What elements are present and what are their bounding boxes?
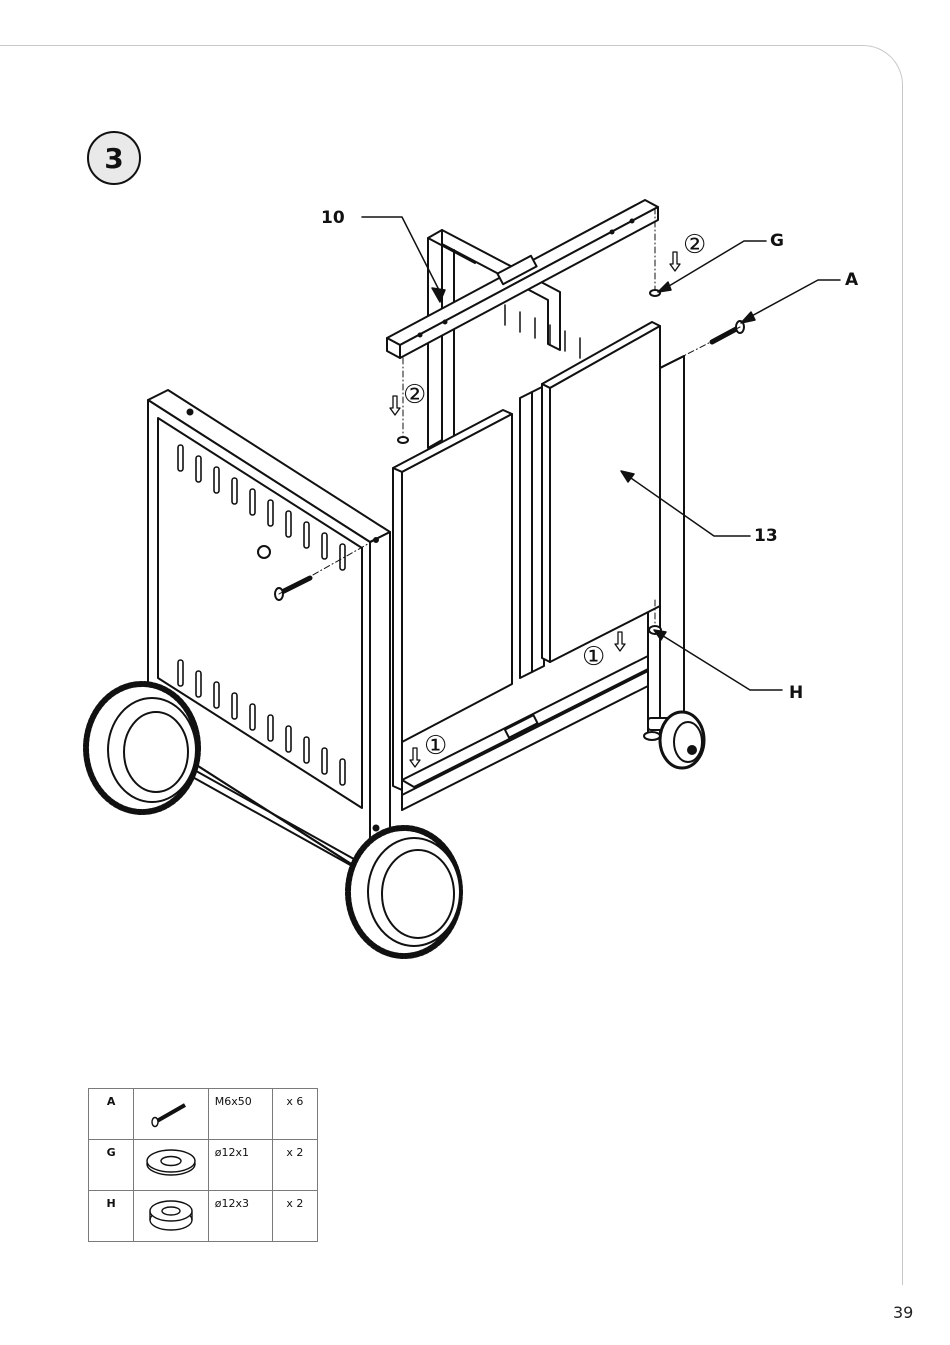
left-side-panel [147,389,391,877]
leader-lines [361,216,841,691]
seq-mark-1-right: ① [582,642,605,672]
bottom-frame [179,654,663,877]
seq-mark-2-left: ② [403,380,426,410]
page-number: 39 [893,1303,914,1322]
bolt-icon [151,1103,186,1128]
hardware-parts-table: A M6x50 x 6 G ø12x1 x 2 H [87,1088,319,1242]
part-letter: A [87,1088,135,1140]
table-row: H ø12x3 x 2 [87,1190,319,1242]
left-front-wheel [345,825,463,959]
part-quantity: x 6 [271,1088,319,1140]
left-panel-vents [177,444,346,786]
part-10-cross-beam [386,199,659,359]
part-quantity: x 2 [271,1139,319,1191]
callout-a: A [845,270,859,290]
assembly-diagram: ② ② ① ① [83,199,841,959]
callout-h: H [789,683,804,703]
part-size: ø12x3 [207,1190,273,1242]
seq-mark-2-top: ② [683,230,706,260]
back-vent-slots [504,304,581,359]
part-13-front-panels [392,321,661,791]
page-frame [0,45,903,1285]
table-row: A M6x50 x 6 [87,1088,319,1140]
callout-13: 13 [754,526,778,546]
left-rear-wheel [83,681,201,815]
callout-g: G [770,231,784,251]
part-letter: G [87,1139,135,1191]
part-quantity: x 2 [271,1190,319,1242]
washer-icon [146,1149,196,1176]
down-arrows [389,251,681,768]
seq-mark-1-left: ① [424,731,447,761]
guide-lines [278,207,741,627]
callout-10: 10 [321,208,345,228]
part-size: M6x50 [207,1088,273,1140]
thick-washer-icon [149,1200,193,1231]
step-number-badge: 3 [87,131,141,185]
part-size: ø12x1 [207,1139,273,1191]
step-number: 3 [104,141,124,175]
sequence-marks: ② ② ① ① [403,230,706,761]
castor-wheel [643,710,706,770]
part-letter: H [87,1190,135,1242]
table-row: G ø12x1 x 2 [87,1139,319,1191]
